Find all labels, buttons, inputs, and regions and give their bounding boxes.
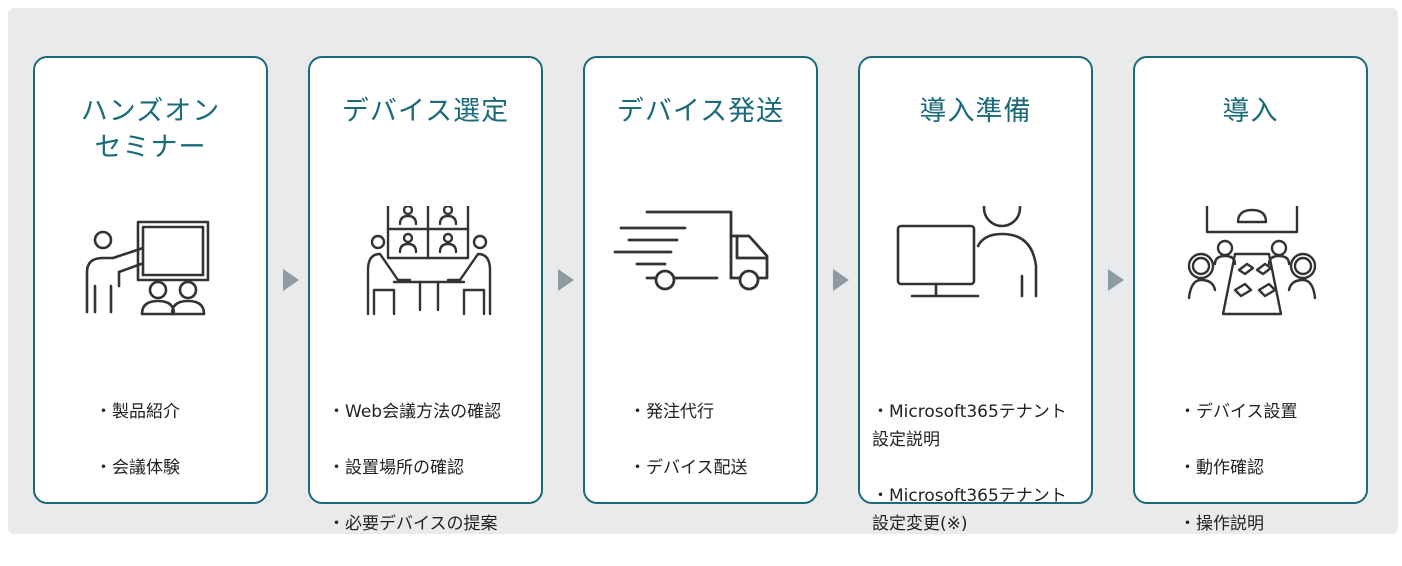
step-item: ・動作確認 bbox=[1179, 458, 1264, 478]
step-items: ・製品紹介 ・会議体験 bbox=[95, 370, 180, 510]
step-title: 導入 bbox=[1222, 96, 1279, 127]
flow-arrow-icon bbox=[1108, 269, 1124, 291]
step-card-seminar: ハンズオン セミナー ・製品紹介 ・会議体験 bbox=[33, 56, 268, 504]
flow-arrow-icon bbox=[283, 269, 299, 291]
step-card-device-shipping: デバイス発送 ・発注代行 ・デバイス配送 bbox=[583, 56, 818, 504]
step-item: ・必要デバイスの提案 bbox=[328, 514, 498, 534]
step-items: ・発注代行 ・デバイス配送 bbox=[629, 370, 748, 510]
step-item: ・デバイス設置 bbox=[1179, 402, 1298, 422]
step-item: ・Microsoft365テナント 設定説明 bbox=[872, 402, 1067, 450]
step-item: ・製品紹介 bbox=[95, 402, 180, 422]
step-item: ・会議体験 bbox=[95, 458, 180, 478]
step-items: ・Web会議方法の確認 ・設置場所の確認 ・必要デバイスの提案 bbox=[328, 370, 501, 566]
video-conference-selection-icon bbox=[366, 206, 492, 316]
step-card-preparation: 導入準備 ・Microsoft365テナント 設定説明 ・Microsoft36… bbox=[858, 56, 1093, 534]
step-card-installation: 導入 ・デバイス設置 ・動作確認 ・操作説明 bbox=[1133, 56, 1368, 534]
step-item: ・発注代行 bbox=[629, 402, 714, 422]
flow-arrow-icon bbox=[833, 269, 849, 291]
step-item: ・デバイス配送 bbox=[629, 458, 748, 478]
person-at-computer-icon bbox=[896, 206, 1038, 298]
step-title: デバイス選定 bbox=[341, 96, 510, 127]
flow-arrow-icon bbox=[558, 269, 574, 291]
step-title: デバイス発送 bbox=[616, 96, 785, 127]
step-card-device-selection: デバイス選定 ・Web会議方法の確認 ・設置場所の確認 ・必要デバイスの提案 bbox=[308, 56, 543, 534]
step-items: ・Microsoft365テナント 設定説明 ・Microsoft365テナント… bbox=[872, 370, 1067, 566]
step-items: ・デバイス設置 ・動作確認 ・操作説明 bbox=[1179, 370, 1298, 566]
step-item: ・設置場所の確認 bbox=[328, 458, 464, 478]
presenter-with-audience-icon bbox=[85, 220, 210, 316]
meeting-room-icon bbox=[1187, 206, 1317, 316]
step-item: ・操作説明 bbox=[1179, 514, 1264, 534]
step-item: ・Microsoft365テナント 設定変更(※) bbox=[872, 486, 1067, 534]
step-title: 導入準備 bbox=[919, 96, 1032, 127]
flow-panel: ハンズオン セミナー ・製品紹介 ・会議体験 デバイス選定 bbox=[8, 8, 1398, 534]
step-title: ハンズオン セミナー bbox=[80, 96, 221, 163]
step-item: ・Web会議方法の確認 bbox=[328, 402, 502, 422]
delivery-truck-icon bbox=[613, 210, 769, 291]
